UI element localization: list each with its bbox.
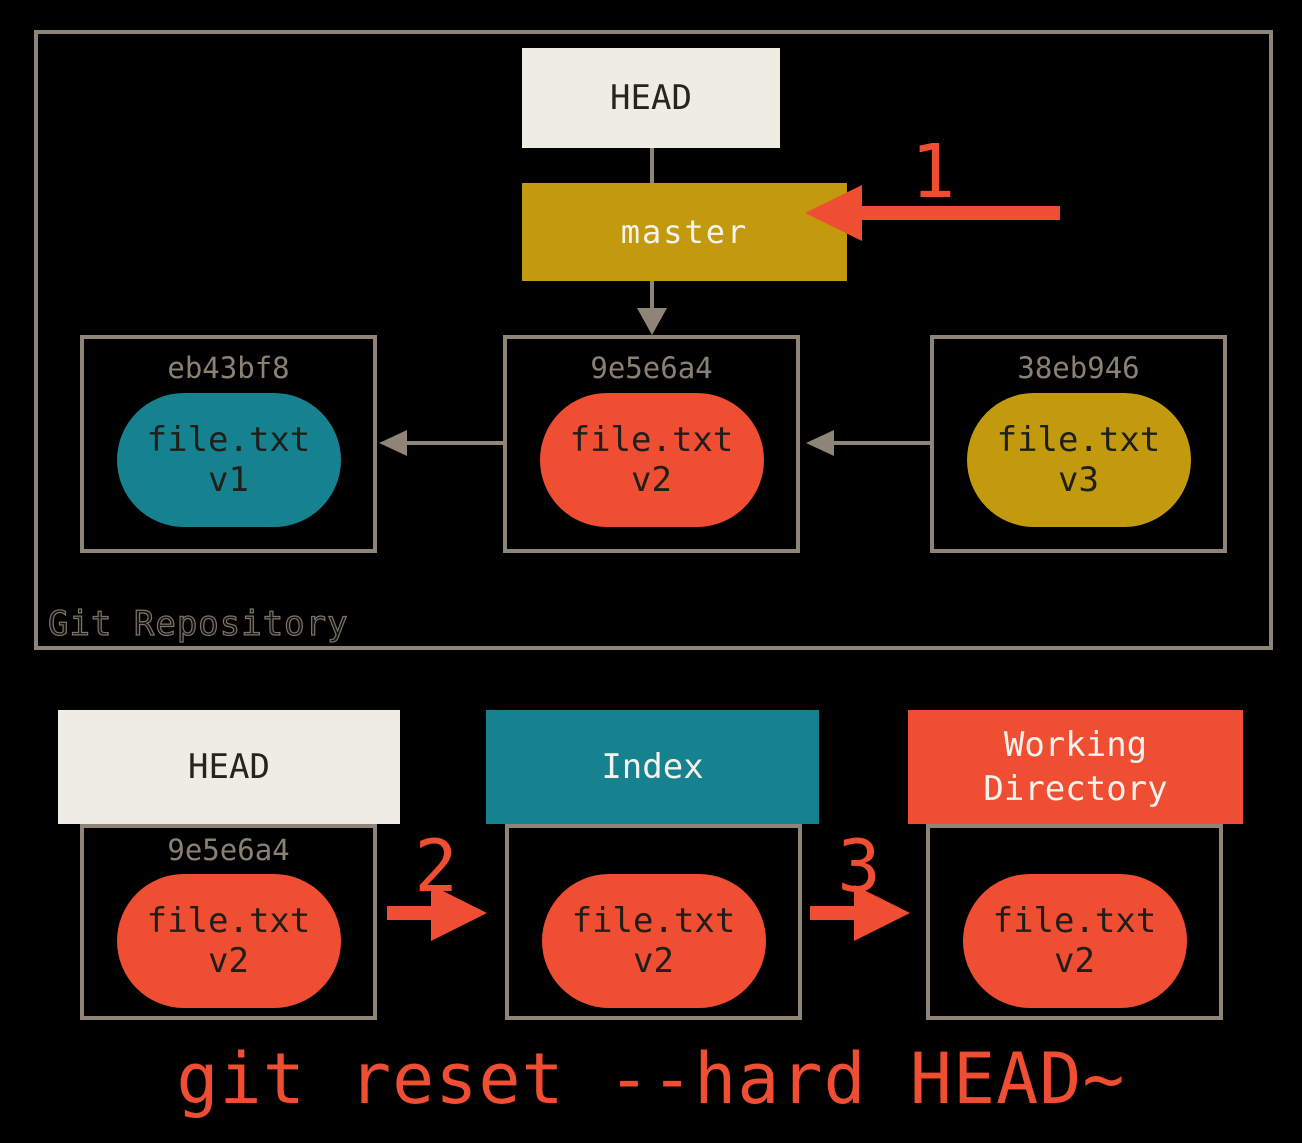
commit-hash: eb43bf8	[167, 351, 290, 385]
master-to-commit-connector	[650, 281, 654, 310]
head-area-header: HEAD	[58, 710, 400, 824]
head-area-hash: 9e5e6a4	[167, 833, 290, 867]
snapshot-version: v2	[1054, 941, 1095, 981]
snapshot-version: v2	[208, 941, 249, 981]
master-branch-box: master	[522, 183, 847, 281]
command-caption: git reset --hard HEAD~	[176, 1038, 1126, 1120]
snapshot-pill-v3: file.txt v3	[966, 393, 1191, 527]
index-area-pill: file.txt v2	[541, 874, 766, 1008]
master-branch-label: master	[620, 213, 749, 251]
commit-box-38eb946: 38eb946 file.txt v3	[930, 335, 1227, 553]
head-ref-box: HEAD	[522, 48, 780, 148]
snapshot-pill-v2: file.txt v2	[539, 393, 764, 527]
head-area-pill: file.txt v2	[116, 874, 341, 1008]
step-1-label: 1	[910, 129, 956, 215]
step-3-arrowhead-icon	[854, 885, 910, 941]
commit-box-9e5e6a4: 9e5e6a4 file.txt v2	[503, 335, 800, 553]
index-area-header: Index	[486, 710, 819, 824]
head-ref-label: HEAD	[610, 78, 692, 118]
step-2-arrow	[387, 906, 433, 920]
commit-box-eb43bf8: eb43bf8 file.txt v1	[80, 335, 377, 553]
head-area-box: 9e5e6a4 file.txt v2	[80, 824, 377, 1020]
git-repository-box	[34, 30, 1273, 650]
snapshot-file: file.txt	[146, 901, 311, 941]
step-2-arrowhead-icon	[431, 885, 487, 941]
snapshot-file: file.txt	[569, 420, 734, 460]
down-arrowhead-icon	[637, 308, 667, 335]
snapshot-file: file.txt	[996, 420, 1161, 460]
working-directory-title: Working Directory	[983, 725, 1168, 809]
commit-hash: 9e5e6a4	[590, 351, 713, 385]
snapshot-file: file.txt	[992, 901, 1157, 941]
working-directory-box: file.txt v2	[926, 824, 1223, 1020]
working-directory-pill: file.txt v2	[962, 874, 1187, 1008]
commit3-to-commit2-arrow	[834, 441, 930, 445]
commit2-to-commit1-arrow	[407, 441, 503, 445]
snapshot-version: v1	[208, 460, 249, 500]
git-repository-label: Git Repository	[47, 603, 349, 644]
step-1-arrowhead-icon	[805, 185, 862, 241]
snapshot-version: v2	[633, 941, 674, 981]
commit-hash: 38eb946	[1017, 351, 1140, 385]
left-arrowhead-icon	[379, 430, 407, 456]
step-1-arrow	[860, 206, 1060, 220]
snapshot-pill-v1: file.txt v1	[116, 393, 341, 527]
step-3-arrow	[810, 906, 856, 920]
working-directory-header: Working Directory	[908, 710, 1243, 824]
snapshot-file: file.txt	[571, 901, 736, 941]
left-arrowhead-icon	[806, 430, 834, 456]
index-area-title: Index	[601, 747, 704, 787]
head-to-master-connector	[650, 148, 654, 183]
snapshot-file: file.txt	[146, 420, 311, 460]
index-area-box: file.txt v2	[505, 824, 802, 1020]
head-area-title: HEAD	[188, 747, 270, 787]
snapshot-version: v2	[631, 460, 672, 500]
snapshot-version: v3	[1058, 460, 1099, 500]
